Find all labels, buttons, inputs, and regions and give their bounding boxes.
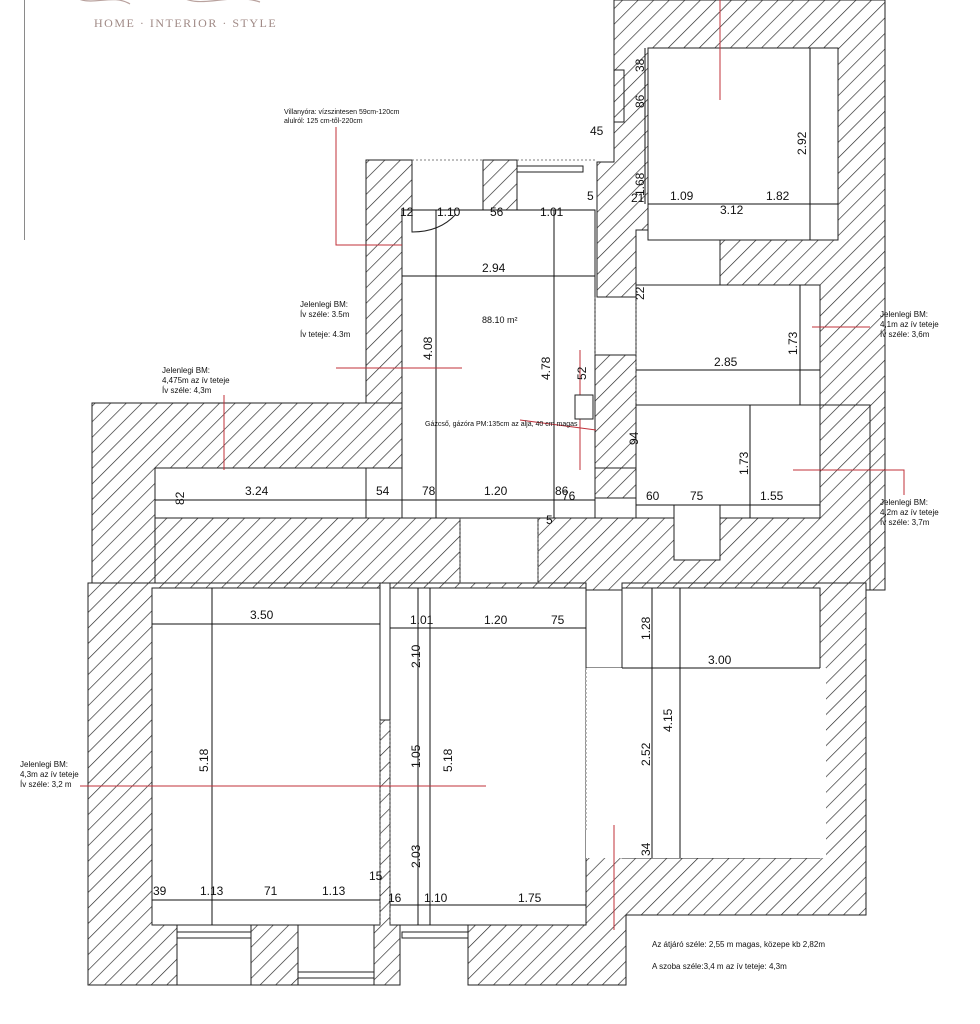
dimension-labels: 45 1.09 3.12 1.82 21 12 1.10 56 1.01 5 2… — [153, 124, 790, 905]
window-glazing — [176, 165, 584, 979]
note-bm-left: Jelenlegi BM: 4,475m az ív teteje Ív szé… — [162, 366, 230, 395]
gas-meter-box — [574, 394, 594, 420]
room-kitchen — [401, 209, 596, 519]
dim-5b: 5 — [546, 513, 553, 527]
wall-center-column — [594, 354, 637, 469]
room-right-1 — [635, 284, 821, 406]
walls — [87, 0, 886, 986]
note-bm-right-mid: Jelenlegi BM: 4,2m az ív teteje Ív széle… — [880, 498, 939, 527]
dimension-lines — [152, 48, 838, 925]
dim-86: 86 — [633, 94, 647, 108]
dim-203: 2.03 — [409, 844, 423, 868]
dim-518a: 5.18 — [197, 748, 211, 772]
dim-71: 71 — [264, 884, 278, 898]
dim-478: 4.78 — [539, 356, 553, 380]
dim-75: 75 — [690, 489, 704, 503]
dim-21: 21 — [631, 191, 645, 205]
dim-82: 82 — [173, 491, 187, 505]
dim-052: 52 — [575, 366, 589, 380]
dim-34: 34 — [639, 842, 653, 856]
dim-415: 4.15 — [661, 708, 675, 732]
brand-tagline: HOME · INTERIOR · STYLE — [94, 16, 278, 30]
room-bottom-right-base — [586, 668, 826, 858]
dim-350: 3.50 — [250, 608, 274, 622]
dim-168: 1.68 — [633, 172, 647, 196]
room-bottom-left — [151, 587, 381, 926]
dim-76: 76 — [562, 489, 576, 503]
note-bm-center: Jelenlegi BM: Ív széle: 3.5m Ív teteje: … — [300, 300, 351, 339]
dim-408: 4.08 — [421, 336, 435, 360]
dim-78: 78 — [422, 484, 436, 498]
dim-105: 1.05 — [409, 744, 423, 768]
dim-110b: 1.10 — [424, 891, 448, 905]
dim-38: 38 — [633, 58, 647, 72]
dim-45: 45 — [590, 124, 604, 138]
dim-54: 54 — [376, 484, 390, 498]
brand-logo-mark — [80, 0, 261, 5]
dim-294: 2.94 — [482, 261, 506, 275]
dim-120a: 1.20 — [484, 484, 508, 498]
dim-285: 2.85 — [714, 355, 738, 369]
dim-5: 5 — [587, 189, 594, 203]
dim-120b: 1.20 — [484, 613, 508, 627]
dim-312: 3.12 — [720, 203, 744, 217]
dim-182: 1.82 — [766, 189, 790, 203]
dim-110a: 1.10 — [437, 205, 461, 219]
dim-56: 56 — [490, 205, 504, 219]
dim-39: 39 — [153, 884, 167, 898]
dim-252: 2.52 — [639, 742, 653, 766]
note-passage: Az átjáró széle: 2,55 m magas, közepe kb… — [652, 940, 825, 949]
note-gas: Gázcső, gázóra PM:135cm az alja, 40 cm m… — [425, 421, 578, 428]
dim-101: 1.01 — [540, 205, 564, 219]
dim-155: 1.55 — [760, 489, 784, 503]
wall-right-notch — [673, 504, 721, 561]
dim-518b: 5.18 — [441, 748, 455, 772]
note-bm-bottom-left: Jelenlegi BM: 4,3m az ív teteje Ív széle… — [20, 760, 79, 789]
room-top-right — [647, 47, 839, 241]
dim-16: 16 — [388, 891, 402, 905]
room-outlines — [154, 47, 839, 519]
leader-lines — [80, 0, 905, 930]
dim-60: 60 — [646, 489, 660, 503]
note-room-edge: A szoba széle:3,4 m az ív teteje: 4,3m — [652, 962, 787, 971]
room-corridor — [154, 467, 367, 519]
wall-window-pier — [613, 69, 625, 123]
dim-113a: 1.13 — [200, 884, 224, 898]
margin-rule — [24, 0, 25, 240]
dim-292: 2.92 — [795, 131, 809, 155]
dim-324: 3.24 — [245, 484, 269, 498]
dim-101b: 1.01 — [410, 613, 434, 627]
dim-173b: 1.73 — [737, 451, 751, 475]
dimension-labels-vertical: 38 86 2.92 1.68 22 4.08 4.78 1.73 52 94 … — [173, 58, 809, 868]
room-bottom-mid — [389, 587, 587, 926]
dim-175: 1.75 — [518, 891, 542, 905]
wall-left-lower — [154, 517, 461, 584]
dim-94: 94 — [627, 431, 641, 445]
dim-113b: 1.13 — [322, 884, 346, 898]
openings — [379, 159, 637, 925]
dim-109: 1.09 — [670, 189, 694, 203]
dim-15: 15 — [369, 869, 383, 883]
dim-173a: 1.73 — [786, 331, 800, 355]
room-area-label: 88.10 m² — [482, 315, 518, 325]
wall-right-inner — [635, 404, 821, 519]
dim-22: 22 — [633, 286, 647, 300]
dim-210: 2.10 — [409, 644, 423, 668]
note-bm-right-top: Jelenlegi BM: 4,1m az ív teteje Ív széle… — [880, 310, 939, 339]
dim-86b: 86 — [555, 484, 569, 498]
dim-75b: 75 — [551, 613, 565, 627]
note-electric-meter: Villanyóra: vízszintesen 59cm-120cm alul… — [284, 109, 400, 125]
dim-128: 1.28 — [639, 616, 653, 640]
wall-top-mid-pier — [482, 159, 518, 211]
door-swing — [411, 210, 457, 233]
dim-12: 12 — [400, 205, 414, 219]
dim-300: 3.00 — [708, 653, 732, 667]
